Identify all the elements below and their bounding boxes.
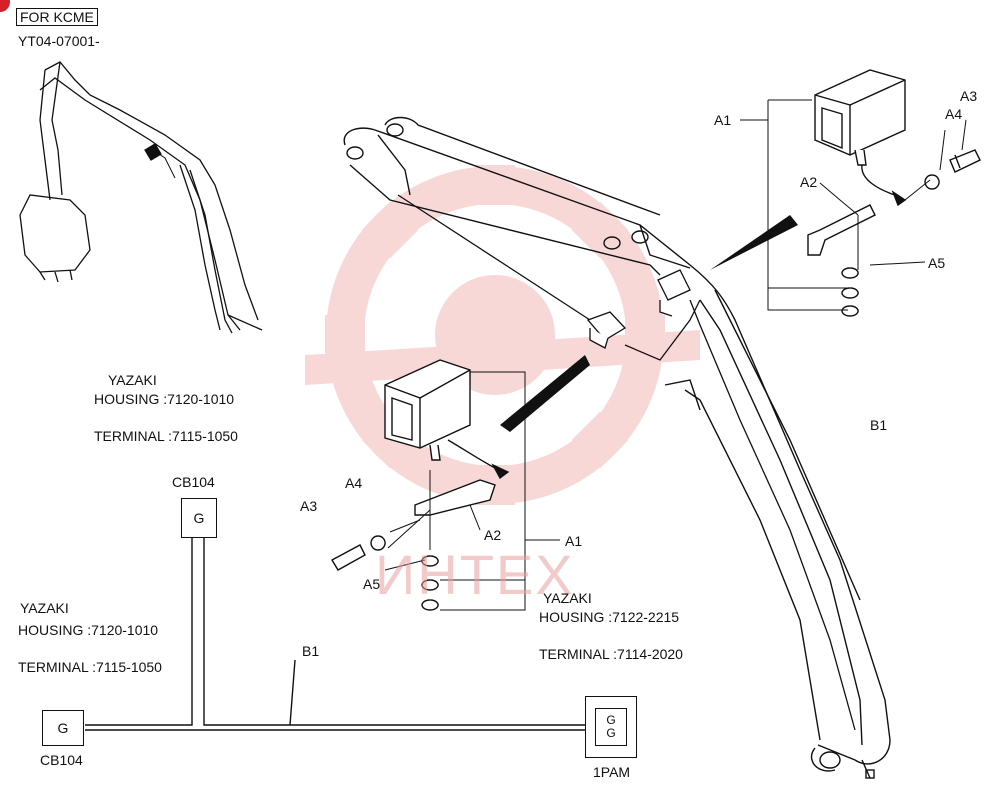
cb104-bottom-connector: G	[42, 710, 84, 746]
watermark-text: ИНТЕХ	[375, 543, 575, 606]
corner-marker	[0, 0, 10, 12]
callout-a5-upper: A5	[928, 255, 946, 271]
spec-left-terminal: TERMINAL :7115-1050	[18, 659, 162, 675]
pam-letter-bottom: G	[606, 726, 616, 740]
spec-upper-brand: YAZAKI	[108, 372, 157, 388]
pam-letter-top: G	[606, 713, 616, 727]
upper-callout-lines	[740, 99, 967, 311]
variant-label: FOR KCME	[16, 8, 98, 26]
spec-left-housing: HOUSING :7120-1010	[18, 622, 159, 638]
callout-b1-boom: B1	[870, 417, 888, 433]
cb104-top-connector: G	[181, 498, 217, 538]
lower-pointer-wedge	[500, 355, 590, 432]
watermark-gear-icon	[305, 165, 700, 505]
spec-right-housing: HOUSING :7122-2215	[539, 609, 680, 625]
lower-work-lamp	[331, 359, 510, 611]
spec-upper-terminal: TERMINAL :7115-1050	[94, 428, 238, 444]
lower-callout-lines	[384, 371, 560, 611]
callout-a2-upper: A2	[800, 174, 818, 190]
pam-inner: G G	[595, 708, 627, 746]
callout-a4-lower: A4	[345, 475, 363, 491]
excavator-thumbnail	[19, 61, 263, 334]
callout-a5-lower: A5	[363, 576, 381, 592]
callout-a3-upper: A3	[960, 88, 978, 104]
cb104-top-letter: G	[193, 510, 205, 526]
harness-schematic	[85, 538, 590, 731]
callout-a1-upper: A1	[714, 112, 732, 128]
pam-connector: G G	[585, 696, 637, 758]
callout-a3-lower: A3	[300, 498, 318, 514]
callout-a2-lower: A2	[484, 527, 502, 543]
cb104-top-label: CB104	[172, 474, 215, 490]
boom-connectors	[586, 269, 691, 349]
callout-b1-harness: B1	[302, 643, 320, 659]
callout-a4-upper: A4	[945, 106, 963, 122]
serial-number: YT04-07001-	[18, 33, 100, 49]
spec-right-terminal: TERMINAL :7114-2020	[539, 646, 683, 662]
boom-harness	[397, 194, 856, 731]
spec-upper-housing: HOUSING :7120-1010	[94, 391, 235, 407]
cb104-bottom-label: CB104	[40, 752, 83, 768]
pam-label: 1PAM	[593, 764, 631, 780]
cb104-bottom-letter: G	[57, 720, 69, 736]
callout-a1-lower: A1	[565, 533, 583, 549]
spec-right-brand: YAZAKI	[543, 590, 592, 606]
upper-pointer-wedge	[710, 215, 798, 270]
spec-left-brand: YAZAKI	[20, 600, 69, 616]
boom-outline	[343, 116, 891, 779]
